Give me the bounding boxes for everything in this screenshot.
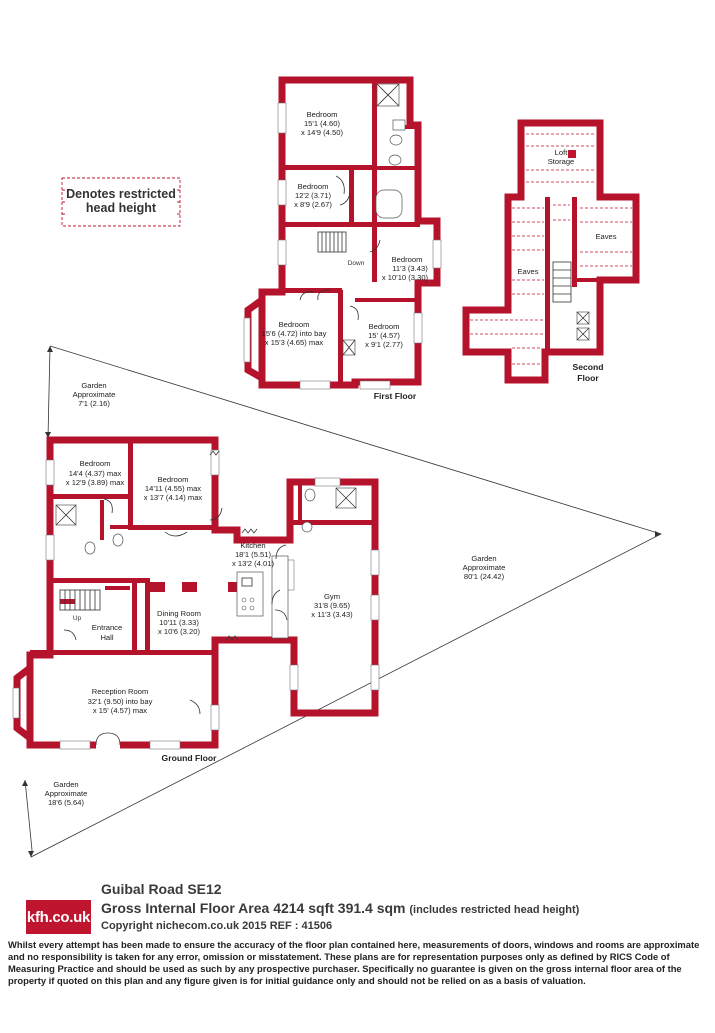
floor-plan: Denotes restricted head height: [12, 76, 663, 858]
first-floor-label: First Floor: [374, 391, 417, 401]
gf-bedroom-2-dim1: 14'11 (4.55) max: [145, 484, 201, 493]
ff-bedroom-4-name: Bedroom: [279, 320, 310, 329]
garden-2-line2: Approximate: [463, 563, 506, 572]
dining-room-name: Dining Room: [157, 609, 201, 618]
ff-bedroom-3-dim2: x 10'10 (3.30): [382, 273, 429, 282]
loft-label-1: Loft: [555, 148, 569, 157]
ff-down-label: Down: [348, 260, 365, 267]
reception-room-dim1: 32'1 (9.50) into bay: [88, 697, 153, 706]
gf-bedroom-2-name: Bedroom: [158, 475, 189, 484]
ff-bedroom-5-dim1: 15' (4.57): [368, 331, 400, 340]
ff-bedroom-2-dim2: x 8'9 (2.67): [294, 200, 332, 209]
gf-up-label: Up: [73, 615, 82, 622]
entrance-hall-line1: Entrance: [92, 623, 122, 632]
garden-1-line1: Garden: [81, 381, 106, 390]
legend-line-2: head height: [86, 201, 157, 215]
dining-room-dim2: x 10'6 (3.20): [158, 627, 200, 636]
garden-1-line2: Approximate: [73, 390, 116, 399]
copyright-text: Copyright nichecom.co.uk 2015 REF : 4150…: [101, 920, 333, 932]
gf-bedroom-1-dim2: x 12'9 (3.89) max: [66, 478, 125, 487]
floor-area-note: (includes restricted head height): [409, 904, 580, 916]
ff-bedroom-4-dim1: 15'6 (4.72) into bay: [262, 329, 327, 338]
gf-bedroom-1-name: Bedroom: [80, 459, 111, 468]
kfh-logo: kfh.co.uk: [26, 900, 91, 934]
first-floor-plan: Bedroom 15'1 (4.60) x 14'9 (4.50) Bedroo…: [243, 76, 442, 401]
gym-dim2: x 11'3 (3.43): [311, 610, 353, 619]
kitchen-dim2: x 13'2 (4.01): [232, 559, 274, 568]
kitchen-dim1: 18'1 (5.51): [235, 550, 272, 559]
second-floor-label-2: Floor: [577, 373, 599, 383]
ground-floor-plan: Bedroom 14'4 (4.37) max x 12'9 (3.89) ma…: [12, 436, 380, 763]
gf-bedroom-2-dim2: x 13'7 (4.14) max: [144, 493, 203, 502]
floor-area-heading: Gross Internal Floor Area 4214 sqft 391.…: [101, 900, 579, 916]
entrance-hall-line2: Hall: [100, 633, 113, 642]
kitchen-name: Kitchen: [240, 541, 265, 550]
ff-bedroom-1-name: Bedroom: [307, 110, 338, 119]
restricted-height-legend: Denotes restricted head height: [61, 177, 181, 227]
garden-3-line2: Approximate: [45, 789, 88, 798]
gym-name: Gym: [324, 592, 340, 601]
gf-bedroom-1-dim1: 14'4 (4.37) max: [69, 469, 122, 478]
ff-bedroom-5-name: Bedroom: [369, 322, 400, 331]
ff-bedroom-1-dim1: 15'1 (4.60): [304, 119, 341, 128]
garden-2-line3: 80'1 (24.42): [464, 572, 505, 581]
garden-3-line3: 18'6 (5.64): [48, 798, 85, 807]
garden-3-line1: Garden: [53, 780, 78, 789]
ff-bedroom-5-dim2: x 9'1 (2.77): [365, 340, 403, 349]
ff-bedroom-1-dim2: x 14'9 (4.50): [301, 128, 343, 137]
dining-room-dim1: 10'11 (3.33): [159, 618, 199, 627]
loft-label-2: Storage: [548, 157, 575, 166]
property-address: Guibal Road SE12: [101, 881, 222, 897]
second-floor-plan: Loft Storage Eaves Eaves Second Floor: [462, 119, 640, 384]
garden-2-line1: Garden: [471, 554, 496, 563]
reception-room-name: Reception Room: [92, 687, 149, 696]
disclaimer-text: Whilst every attempt has been made to en…: [8, 939, 700, 986]
ff-bedroom-4-dim2: x 15'3 (4.65) max: [265, 338, 324, 347]
garden-boundary: [22, 345, 663, 858]
ff-bedroom-2-dim1: 12'2 (3.71): [295, 191, 332, 200]
eaves-right-label: Eaves: [595, 232, 616, 241]
garden-1-line3: 7'1 (2.16): [78, 399, 110, 408]
ff-bedroom-2-name: Bedroom: [298, 182, 329, 191]
reception-room-dim2: x 15' (4.57) max: [93, 706, 147, 715]
garden-labels: Garden Approximate 7'1 (2.16) Garden App…: [45, 381, 506, 807]
floor-area-text: Gross Internal Floor Area 4214 sqft 391.…: [101, 900, 406, 916]
ff-bedroom-3-dim1: 11'3 (3.43): [392, 264, 428, 273]
eaves-left-label: Eaves: [517, 267, 538, 276]
ground-floor-label: Ground Floor: [162, 753, 218, 763]
second-floor-label-1: Second: [572, 362, 603, 372]
ff-bedroom-3-name: Bedroom: [392, 255, 423, 264]
legend-line-1: Denotes restricted: [66, 187, 176, 201]
gym-dim1: 31'8 (9.65): [314, 601, 351, 610]
